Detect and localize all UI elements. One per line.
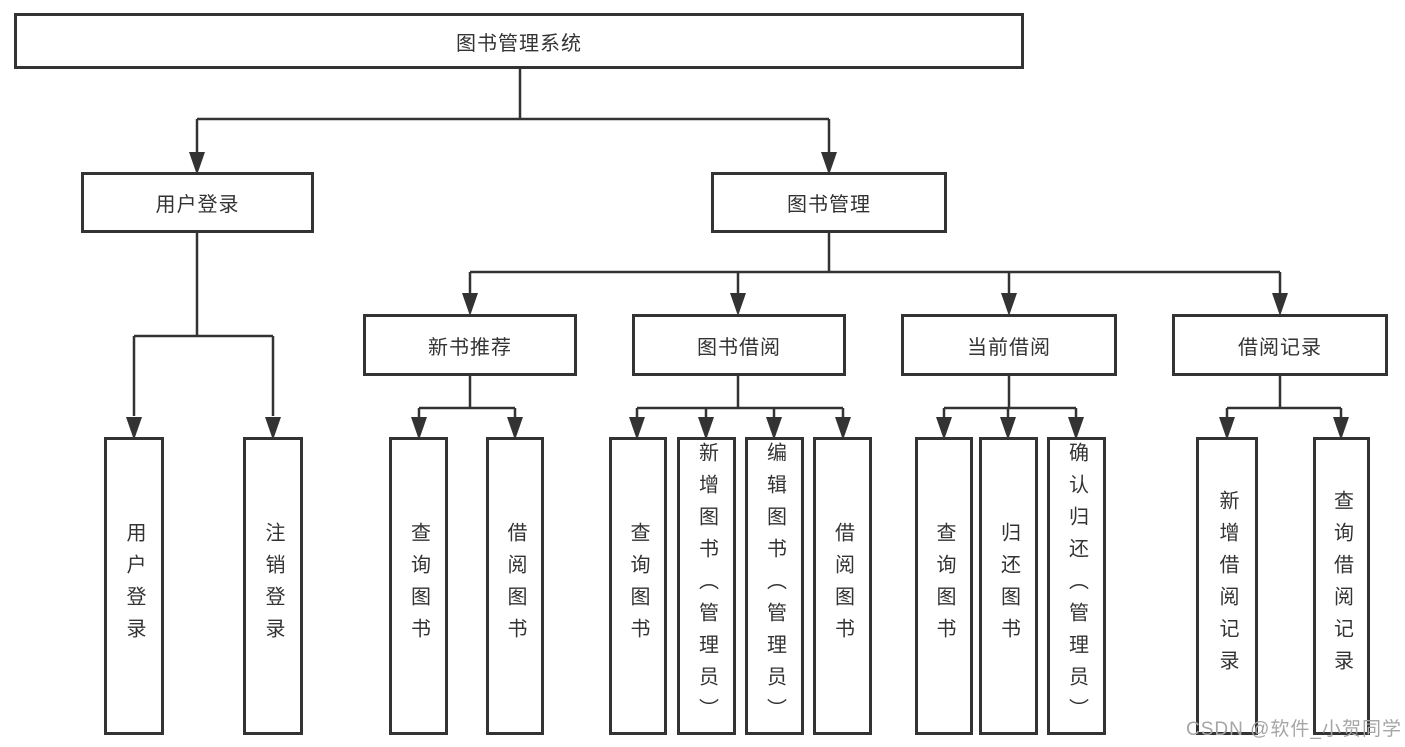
leaf-confirm-return-admin: 确认归还（管理员）: [1047, 437, 1106, 735]
leaf-query-books: 查询图书: [915, 437, 973, 735]
leaf-add-borrow-record: 新增借阅记录: [1196, 437, 1258, 735]
watermark: CSDN @软件_小贺同学: [1186, 719, 1402, 740]
leaf-query-borrow-record: 查询借阅记录: [1313, 437, 1370, 735]
arrowhead-down-icon: [821, 152, 837, 175]
arrowhead-down-icon: [698, 417, 714, 440]
arrowhead-down-icon: [126, 417, 142, 440]
arrowhead-down-icon: [1068, 417, 1084, 440]
leaf-logout: 注销登录: [243, 437, 303, 735]
leaf-label: 新增借阅记录: [1216, 490, 1238, 682]
arrowhead-down-icon: [1219, 417, 1235, 440]
arrowhead-down-icon: [766, 417, 782, 440]
leaf-label: 借阅图书: [504, 522, 526, 650]
leaf-label: 确认归还（管理员）: [1065, 442, 1088, 730]
arrowhead-down-icon: [265, 417, 281, 440]
arrowhead-down-icon: [730, 293, 746, 316]
arrowhead-down-icon: [462, 293, 478, 316]
leaf-label: 归还图书: [997, 522, 1020, 650]
leaf-borrow-books: 借阅图书: [813, 437, 872, 735]
node-label: 用户登录: [155, 194, 240, 216]
arrowhead-down-icon: [835, 417, 851, 440]
arrowhead-down-icon: [1000, 417, 1016, 440]
node-label: 图书管理: [787, 194, 871, 216]
arrowhead-down-icon: [1333, 417, 1349, 440]
leaf-borrow-books: 借阅图书: [486, 437, 544, 735]
leaf-label: 新增图书（管理员）: [695, 442, 718, 730]
leaf-label: 查询图书: [407, 522, 430, 650]
node-user-login: 用户登录: [81, 172, 314, 233]
arrowhead-down-icon: [507, 417, 523, 440]
leaf-label: 查询借阅记录: [1330, 490, 1353, 682]
arrowhead-down-icon: [1272, 293, 1288, 316]
node-library-system: 图书管理系统: [14, 13, 1024, 69]
leaf-label: 注销登录: [262, 522, 284, 650]
node-current-borrowing: 当前借阅: [901, 314, 1117, 376]
node-book-management: 图书管理: [711, 172, 947, 233]
arrowhead-down-icon: [189, 152, 205, 175]
node-label: 当前借阅: [967, 336, 1051, 359]
node-label: 图书管理系统: [456, 32, 582, 55]
node-label: 图书借阅: [697, 336, 781, 359]
leaf-edit-book-admin: 编辑图书（管理员）: [745, 437, 804, 735]
arrowhead-down-icon: [936, 417, 952, 440]
node-label: 借阅记录: [1238, 336, 1322, 359]
node-new-book-recommendation: 新书推荐: [363, 314, 577, 376]
leaf-label: 用户登录: [123, 522, 145, 650]
connector-lines: [132, 69, 1343, 417]
leaf-label: 编辑图书（管理员）: [763, 442, 786, 730]
node-borrow-records: 借阅记录: [1172, 314, 1388, 376]
leaf-label: 查询图书: [627, 522, 649, 650]
leaf-user-login: 用户登录: [104, 437, 164, 735]
arrowhead-down-icon: [1001, 293, 1017, 316]
leaf-label: 查询图书: [933, 522, 955, 650]
node-label: 新书推荐: [428, 336, 512, 359]
arrowhead-down-icon: [629, 417, 645, 440]
leaf-add-book-admin: 新增图书（管理员）: [677, 437, 736, 735]
leaf-return-books: 归还图书: [979, 437, 1038, 735]
leaf-query-books: 查询图书: [389, 437, 448, 735]
leaf-query-books: 查询图书: [609, 437, 667, 735]
node-book-borrowing: 图书借阅: [632, 314, 846, 376]
leaf-label: 借阅图书: [831, 522, 854, 650]
arrowhead-down-icon: [411, 417, 427, 440]
